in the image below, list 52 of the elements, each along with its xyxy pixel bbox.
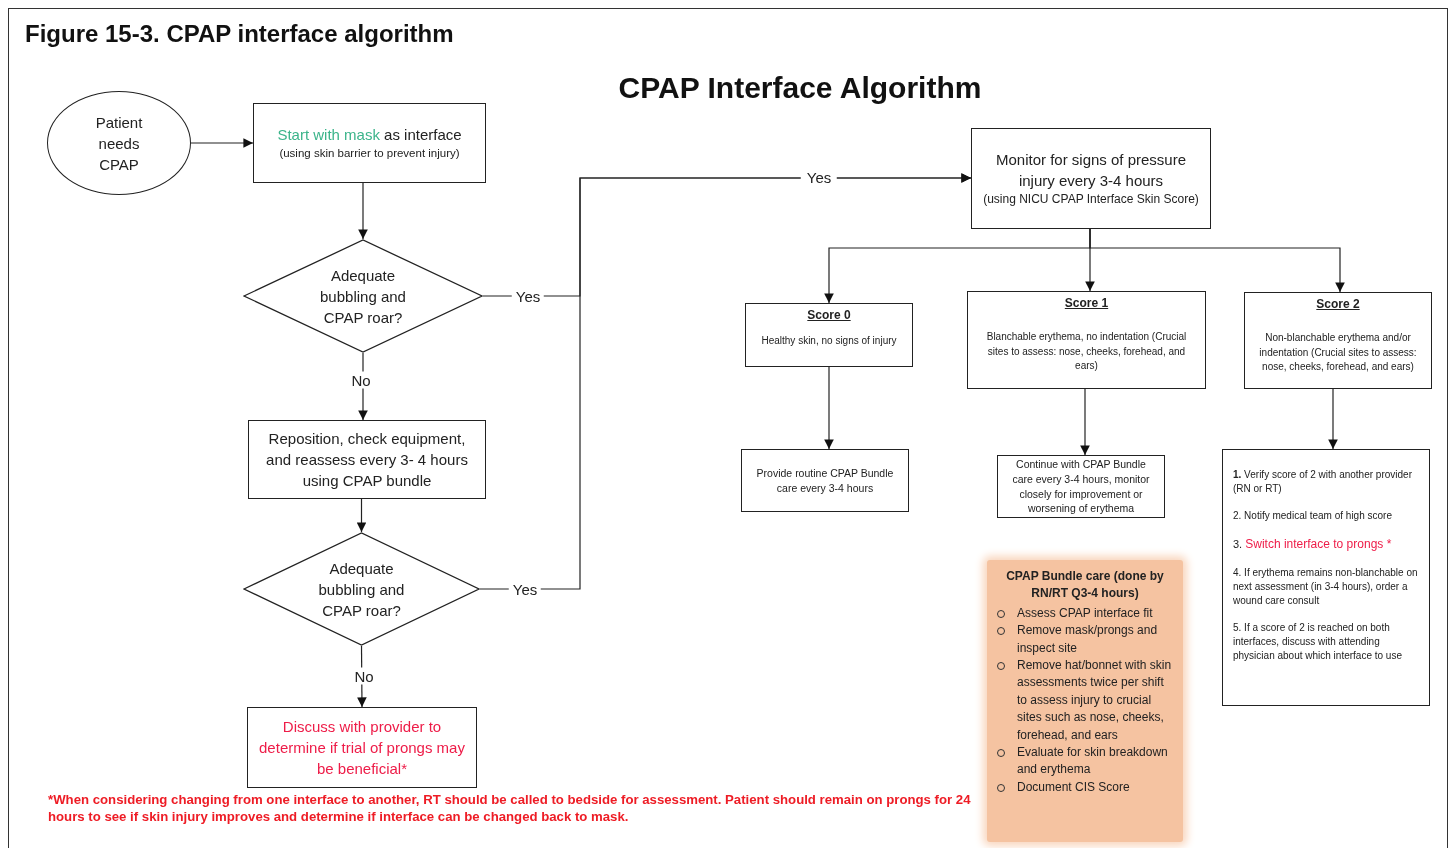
arrow (356, 498, 367, 533)
node-text: as interface (384, 126, 462, 144)
bullet-text: Assess CPAP interface fit (1017, 604, 1153, 622)
node-text: Patient needs CPAP (94, 112, 144, 175)
process-box (247, 707, 477, 788)
list-number: 3. (1233, 538, 1244, 550)
node-text: Adequate bubbling and CPAP roar? (317, 558, 406, 621)
action-text: Switch interface to prongs * (1245, 537, 1392, 551)
score-box (967, 291, 1206, 389)
action-text: 1. Verify score of 2 with another provider (RN or RT) (1233, 468, 1413, 496)
bundle-care-panel (987, 560, 1183, 842)
arrow (1089, 228, 1345, 293)
bullet-text: Evaluate for skin breakdown and erythema (1017, 743, 1169, 779)
score-description: Healthy skin, no signs of injury (761, 334, 897, 348)
score-heading: Score 1 (1064, 296, 1109, 310)
arrow (479, 173, 972, 590)
node-text: Monitor for signs of pressure injury every 3-4 hours (994, 150, 1188, 192)
process-box (997, 455, 1165, 518)
score-heading: Score 0 (807, 308, 851, 322)
score-description: Blanchable erythema, no indentation (Crucial sites to assess: nose, cheeks, forehead, and ears) (985, 330, 1188, 373)
diagram-heading: CPAP Interface Algorithm (617, 70, 983, 106)
action-list-box (1222, 449, 1430, 706)
process-box (971, 128, 1211, 229)
arrow (358, 182, 368, 240)
action-text: 2. Notify medical team of high score (1233, 509, 1392, 523)
node-text: Continue with CPAP Bundle care every 3-4 hours, monitor closely for improvement or worsening of erythema (1011, 457, 1151, 516)
node-text: Reposition, check equipment, and reassess every 3- 4 hours using CPAP bundle (265, 429, 469, 491)
score-box (1244, 292, 1432, 389)
figure-title: Figure 15-3. CPAP interface algorithm (25, 20, 454, 48)
arrow (824, 366, 834, 450)
arrow (1080, 388, 1090, 456)
arrow (190, 138, 254, 148)
bullet-text: Remove mask/prongs and inspect site (1017, 622, 1159, 657)
node-text: Discuss with provider to determine if trial of prongs may be beneficial* (258, 717, 466, 779)
node-text: Provide routine CPAP Bundle care every 3-4 hours (755, 465, 895, 496)
node-text: Adequate bubbling and CPAP roar? (319, 265, 407, 328)
process-box (248, 420, 486, 499)
bullet-text: Remove hat/bonnet with skin assessments twice per shift to assess injury to crucial sites such as nose, cheeks, forehead, and ears (1017, 656, 1173, 744)
node-note: (using NICU CPAP Interface Skin Score) (983, 191, 1199, 208)
score-box (745, 303, 913, 367)
footnote: *When considering changing from one interface to another, RT should be called to bedside for assessment. Patient should remain on prongs for 24 hours to see if skin injury improves and determine if interface can be changed back to mask. (48, 791, 972, 826)
process-box (253, 103, 486, 183)
score-description: Non-blanchable erythema and/or indentation (Crucial sites to assess: nose, cheeks, forehead, and ears) (1258, 331, 1418, 374)
score-heading: Score 2 (1316, 297, 1360, 311)
node-text: Start with mask (277, 126, 381, 144)
panel-heading: CPAP Bundle care (done by RN/RT Q3-4 hours) (1005, 568, 1165, 603)
action-text: 4. If erythema remains non-blanchable on next assessment (in 3-4 hours), order a wound care consult (1233, 565, 1419, 608)
bullet-text: Document CIS Score (1017, 778, 1130, 796)
node-note: (using skin barrier to prevent injury) (279, 146, 460, 162)
action-text: 5. If a score of 2 is reached on both interfaces, discuss with attending physician about which interface to use (1233, 620, 1403, 663)
process-box (741, 449, 909, 512)
arrow (1328, 388, 1338, 450)
